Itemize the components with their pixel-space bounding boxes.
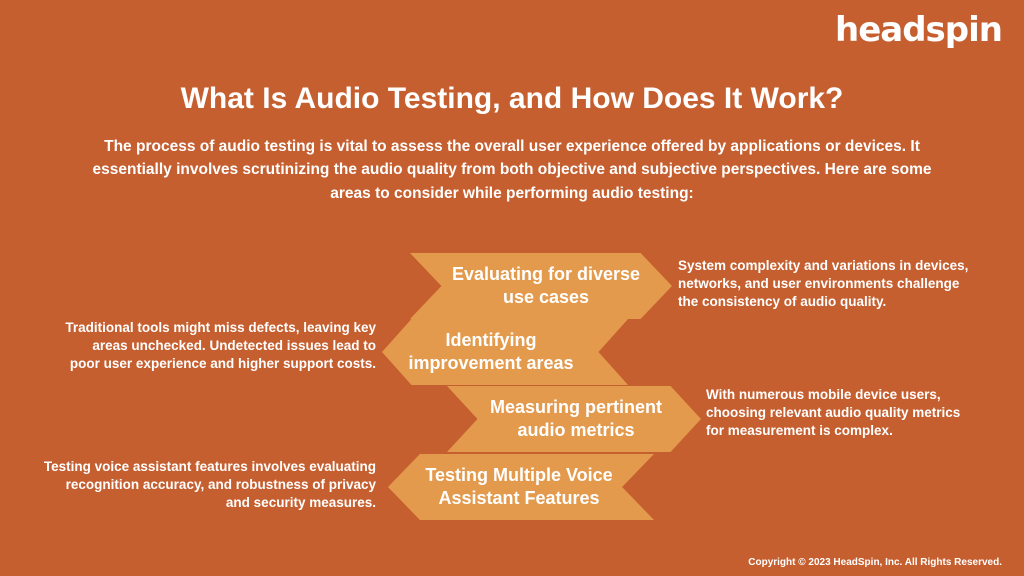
area-label: Evaluating for diverse use cases	[451, 263, 641, 307]
area-arrow-improvement-areas: Identifying improvement areas	[382, 319, 628, 385]
area-description-audio-metrics: With numerous mobile device users, choos…	[706, 387, 961, 439]
copyright-notice: Copyright © 2023 HeadSpin, Inc. All Righ…	[748, 557, 1002, 568]
area-arrow-audio-metrics: Measuring pertinent audio metrics	[447, 386, 701, 452]
page-title: What Is Audio Testing, and How Does It W…	[180, 82, 844, 115]
area-arrow-voice-assistant: Testing Multiple Voice Assistant Feature…	[388, 454, 654, 520]
area-label: Testing Multiple Voice Assistant Feature…	[425, 464, 613, 508]
headspin-logo: headspin	[835, 10, 1003, 50]
area-description-diverse-use-cases: System complexity and variations in devi…	[678, 258, 969, 310]
area-label: Identifying improvement areas	[408, 329, 574, 373]
area-description-voice-assistant: Testing voice assistant features involve…	[43, 459, 376, 511]
area-label: Measuring pertinent audio metrics	[489, 396, 663, 440]
intro-paragraph: The process of audio testing is vital to…	[92, 138, 932, 202]
area-arrow-diverse-use-cases: Evaluating for diverse use cases	[410, 253, 672, 319]
area-description-improvement-areas: Traditional tools might miss defects, le…	[65, 320, 376, 372]
